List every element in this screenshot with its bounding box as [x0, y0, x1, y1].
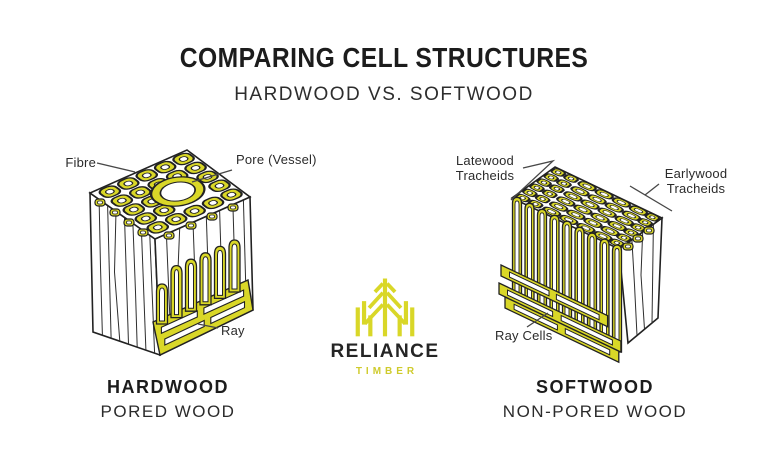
logo-brand-text: RELIANCE [330, 341, 440, 362]
ray-band [152, 278, 254, 357]
softwood-diagram-svg [498, 159, 673, 364]
reliance-timber-logo: RELIANCE TIMBER [309, 276, 461, 377]
logo-tagline-text: TIMBER [355, 366, 419, 377]
wood-grain-lines [631, 224, 654, 336]
wood-grain-lines [98, 199, 156, 354]
page-title: COMPARING CELL STRUCTURES [179, 42, 589, 73]
hardwood-caption: HARDWOOD PORED WOOD [53, 377, 283, 422]
pore-vessel-shape [150, 176, 206, 207]
hardwood-label-ray: Ray [221, 323, 245, 338]
softwood-label-latewood-tracheids: Latewood Tracheids [455, 153, 515, 184]
timber-tree-house-icon [355, 278, 415, 337]
pore-leader-line [191, 169, 233, 183]
hardwood-subheading: PORED WOOD [100, 402, 236, 421]
fibre-cells [95, 150, 246, 236]
ray-leader-line [197, 323, 219, 329]
hardwood-figure: Fibre Pore (Vessel) Ray [40, 132, 330, 367]
hardwood-heading: HARDWOOD [107, 377, 229, 397]
fibre-leader-line [96, 162, 136, 173]
hardwood-cross-section-top [88, 149, 252, 240]
ray-cell-bands [498, 263, 622, 364]
latewood-bracket [510, 159, 556, 201]
hardwood-label-pore-vessel: Pore (Vessel) [236, 152, 317, 167]
vessel-arches [155, 239, 241, 325]
softwood-label-ray-cells: Ray Cells [495, 328, 553, 343]
softwood-figure: Latewood Tracheids Earlywood Tracheids R… [445, 135, 760, 370]
earlywood-bracket [629, 185, 673, 212]
earlywood-bracket-connector [644, 183, 660, 196]
ray-cells-leader-line [526, 312, 549, 328]
softwood-label-earlywood-tracheids: Earlywood Tracheids [664, 166, 728, 197]
softwood-heading: SOFTWOOD [536, 377, 654, 397]
softwood-subheading: NON-PORED WOOD [502, 402, 688, 421]
hardwood-label-fibre: Fibre [65, 155, 96, 170]
page-subtitle: HARDWOOD VS. SOFTWOOD [234, 84, 534, 105]
softwood-caption: SOFTWOOD NON-PORED WOOD [480, 377, 710, 422]
hardwood-diagram-svg [88, 149, 254, 357]
